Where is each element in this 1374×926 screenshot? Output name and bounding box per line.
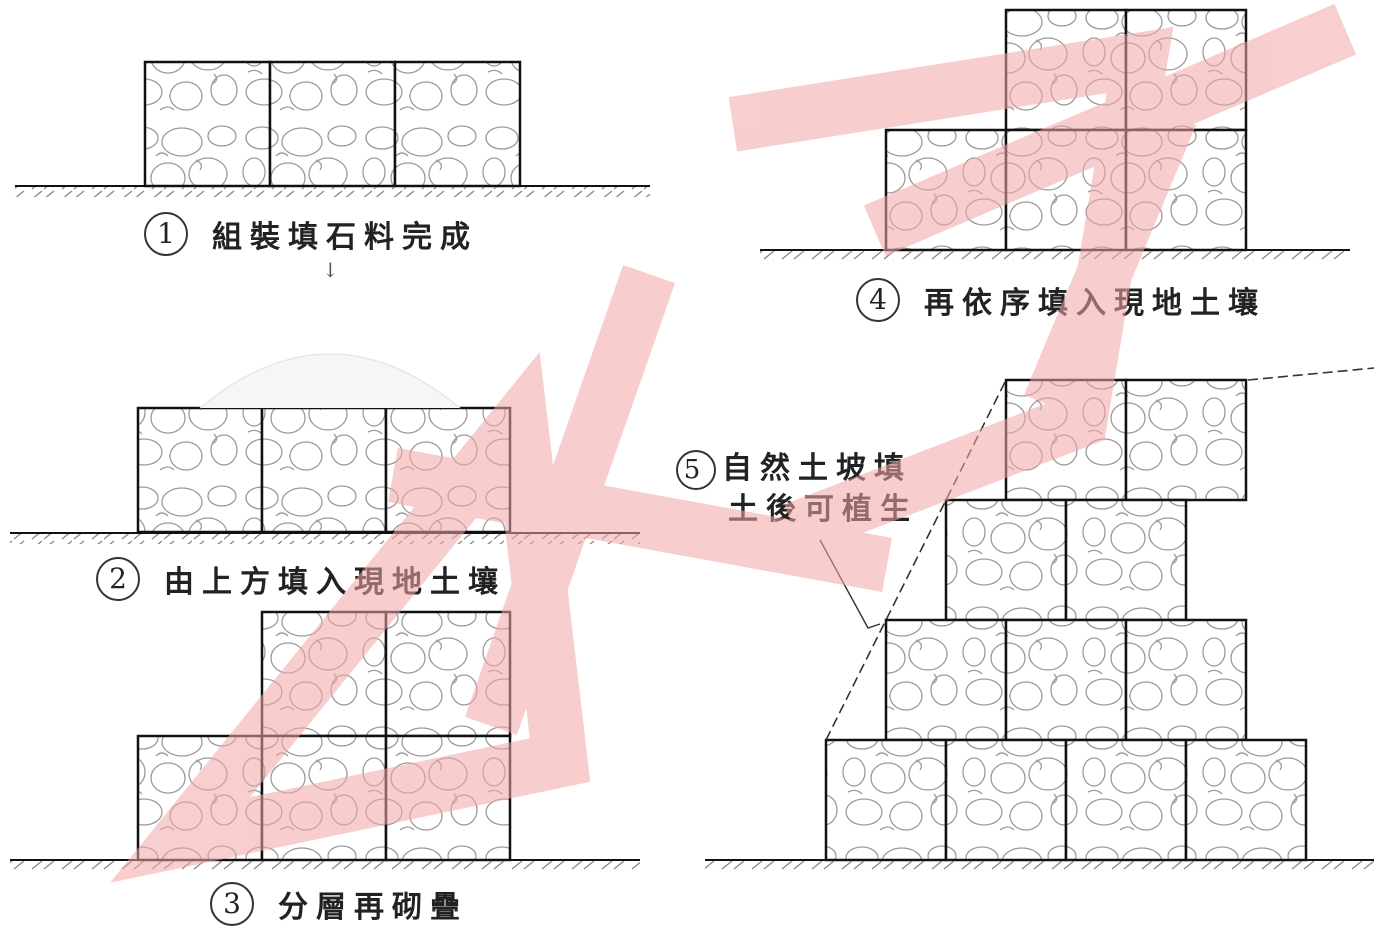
step-5-gabion-6	[1004, 618, 1128, 742]
step-2-caption: 2 由上方填入現地土壤	[96, 557, 506, 601]
step-3-text: 分層再砌疊	[278, 890, 468, 925]
step-5-gabion-4	[1064, 498, 1188, 622]
step-1-ground-hatch	[15, 187, 650, 197]
step-2-ground-hatch	[10, 534, 640, 544]
step-1-number: 1	[144, 212, 188, 256]
step-5-gabion-8	[824, 738, 948, 862]
step-1-gabion-3	[393, 60, 522, 188]
step-4-gabion-1	[1004, 8, 1128, 132]
step-5-ground-hatch	[705, 861, 1374, 871]
step-4-gabion-4	[1004, 128, 1128, 252]
step-3-gabion-4	[260, 734, 388, 862]
step-5-line-1: 自然土坡填	[722, 451, 912, 486]
down-arrow-icon: ↓	[322, 258, 339, 282]
step-2-gabion-3	[384, 406, 512, 534]
step-3-gabion-1	[260, 610, 388, 738]
step-1-gabion-2	[268, 60, 397, 188]
step-3-caption: 3 分層再砌疊	[210, 882, 468, 926]
step-5-gabion-2	[1124, 378, 1248, 502]
step-4-gabion-2	[1124, 8, 1248, 132]
step-5-gabion-5	[884, 618, 1008, 742]
step-4-gabion-5	[1124, 128, 1248, 252]
step-2-gabion-1	[136, 406, 264, 534]
step-5-gabion-7	[1124, 618, 1248, 742]
note-leader-line	[819, 539, 881, 629]
step-1-text: 組裝填石料完成	[212, 220, 478, 255]
step-3-gabion-5	[384, 734, 512, 862]
step-4-caption: 4 再依序填入現地土壤	[856, 278, 1266, 322]
step-2-text: 由上方填入現地土壤	[164, 565, 506, 600]
step-5-gabion-11	[1184, 738, 1308, 862]
soil-mound	[199, 353, 461, 409]
step-5-number: 5	[676, 450, 716, 490]
step-5-line-2: 土後可植生	[728, 492, 918, 527]
step-5-gabion-1	[1004, 378, 1128, 502]
step-4-text: 再依序填入現地土壤	[924, 286, 1266, 321]
step-2-number: 2	[96, 557, 140, 601]
step-5-gabion-9	[944, 738, 1068, 862]
step-4-ground-hatch	[760, 251, 1350, 261]
step-5-gabion-10	[1064, 738, 1188, 862]
step-1-caption: 1 組裝填石料完成	[144, 212, 478, 256]
step-3-gabion-3	[136, 734, 264, 862]
step-3-gabion-2	[384, 610, 512, 738]
step-1-gabion-1	[143, 60, 272, 188]
step-4-gabion-3	[884, 128, 1008, 252]
step-2-gabion-2	[260, 406, 388, 534]
step-5-gabion-3	[944, 498, 1068, 622]
step-3-ground-hatch	[10, 861, 640, 871]
step-3-number: 3	[210, 882, 254, 926]
step-4-number: 4	[856, 278, 900, 322]
